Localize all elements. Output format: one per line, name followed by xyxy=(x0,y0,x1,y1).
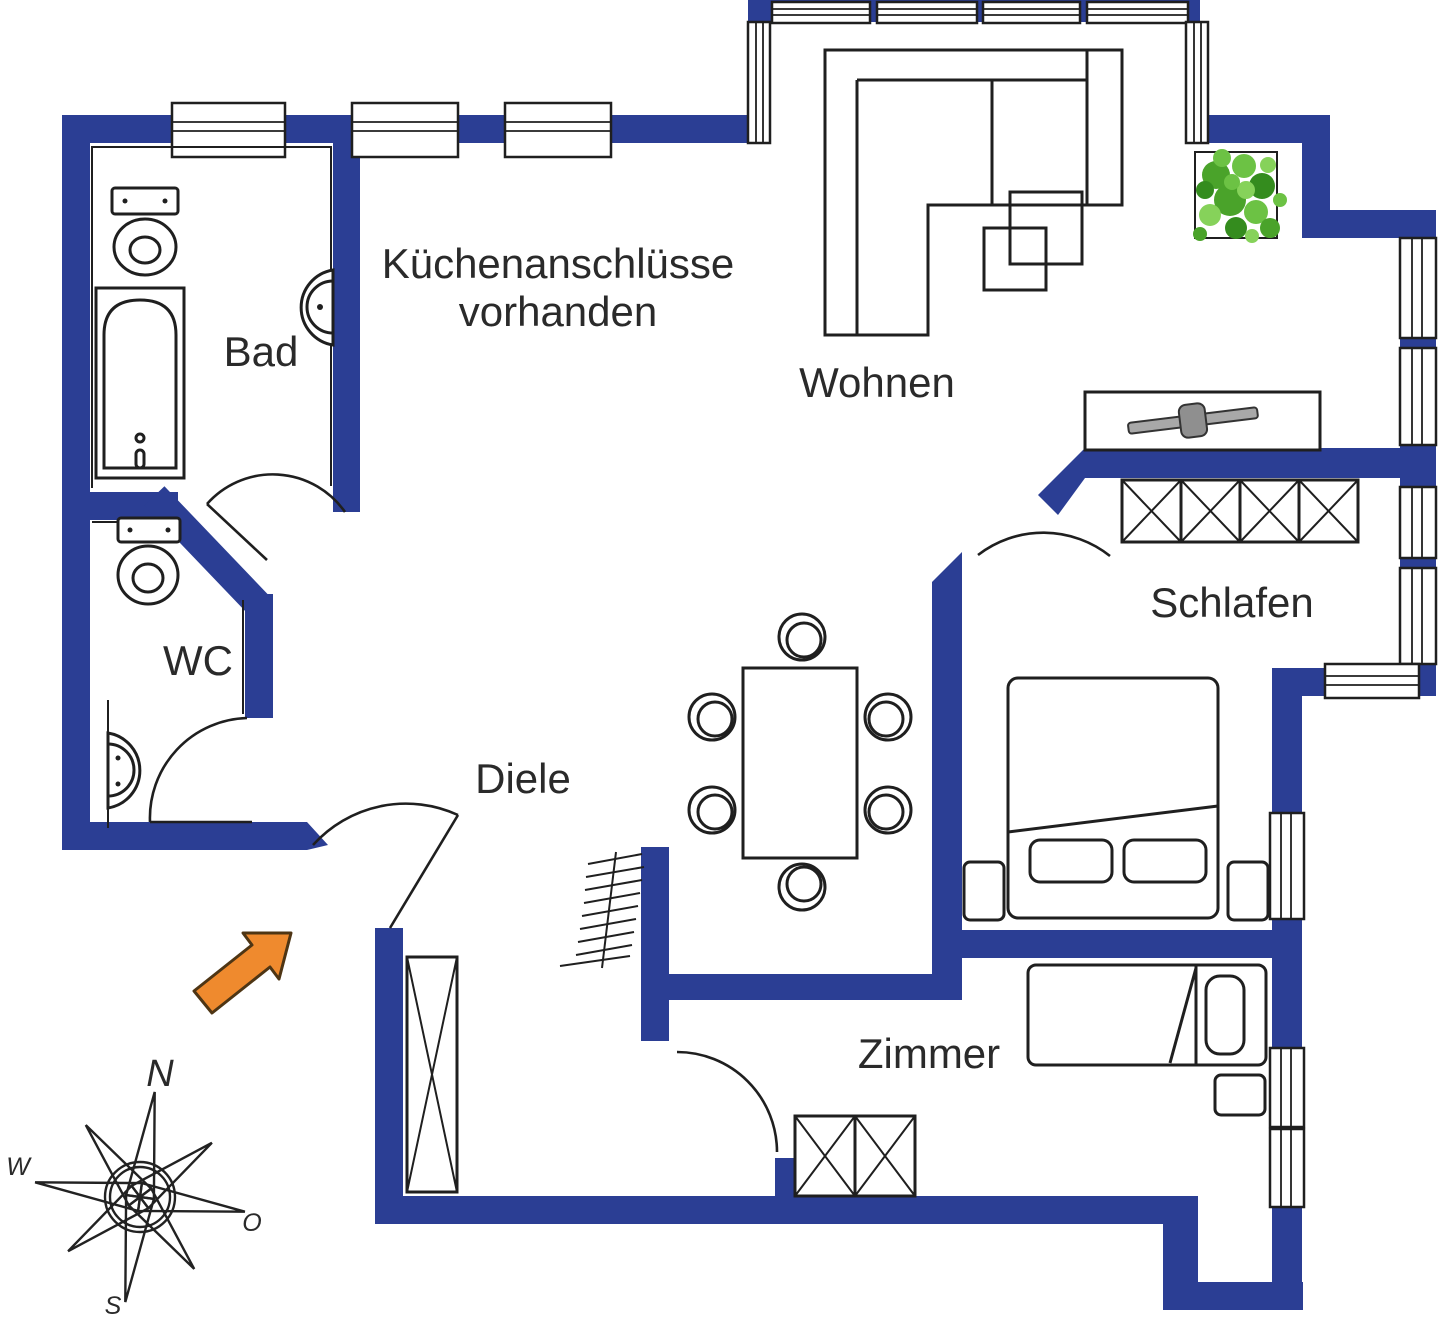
chair-icon xyxy=(863,785,913,835)
compass-label-s: S xyxy=(105,1292,122,1319)
room-label-schlafen: Schlafen xyxy=(1150,579,1313,626)
window-icon xyxy=(1268,811,1306,921)
kitchen-note-line2: vorhanden xyxy=(459,288,658,335)
window-icon xyxy=(503,101,613,159)
sideboard-tv-icon xyxy=(1083,390,1322,452)
room-label-zimmer: Zimmer xyxy=(858,1030,1000,1077)
room-label-diele: Diele xyxy=(475,755,571,802)
window-icon xyxy=(981,0,1082,25)
chair-icon xyxy=(687,692,737,742)
compass-rose-icon: N W O S xyxy=(6,1053,262,1319)
nightstand-icon xyxy=(1213,1073,1267,1117)
sofa-icon xyxy=(823,48,1124,337)
room-label-bad: Bad xyxy=(224,328,299,375)
nightstand-icon xyxy=(1226,860,1270,922)
coat-rack-icon xyxy=(559,851,645,969)
room-label-wohnen: Wohnen xyxy=(799,359,955,406)
window-icon xyxy=(1085,0,1190,25)
door-swing-icon xyxy=(676,1050,779,1153)
window-icon xyxy=(770,0,872,25)
wardrobe-icon xyxy=(405,955,459,1194)
kitchen-note-line1: Küchenanschlüsse xyxy=(382,240,735,287)
window-icon xyxy=(1323,662,1421,700)
toilet-icon xyxy=(110,186,180,277)
door-swing-icon xyxy=(206,473,347,561)
bathtub-icon xyxy=(94,286,186,480)
compass-label-n: N xyxy=(146,1053,174,1095)
single-bed-icon xyxy=(1026,963,1268,1067)
chair-icon xyxy=(687,785,737,835)
chair-icon xyxy=(863,692,913,742)
double-bed-icon xyxy=(962,676,1270,922)
nightstand-icon xyxy=(962,860,1006,922)
dining-table-icon xyxy=(687,612,913,912)
window-icon xyxy=(1268,1046,1306,1129)
wardrobe-icon xyxy=(1120,478,1360,544)
compass-label-w: W xyxy=(6,1153,32,1181)
doors xyxy=(148,473,1111,1153)
compass-label-o: O xyxy=(242,1209,261,1237)
door-swing-icon xyxy=(312,802,460,929)
room-label-wc: WC xyxy=(163,637,233,684)
washbasin-icon xyxy=(299,268,335,347)
room-labels: Küchenanschlüsse vorhanden Bad WC Wohnen… xyxy=(163,240,1314,1077)
toilet-icon xyxy=(116,516,182,606)
window-icon xyxy=(1398,566,1438,666)
furniture xyxy=(94,48,1360,1198)
wardrobe-icon xyxy=(793,1114,917,1198)
entrance-arrow-icon xyxy=(192,931,293,1015)
door-swing-icon xyxy=(977,531,1111,558)
window-icon xyxy=(1268,1127,1306,1209)
chair-icon xyxy=(777,862,827,912)
door-swing-icon xyxy=(148,716,252,824)
window-icon xyxy=(1398,346,1438,447)
window-icon xyxy=(875,0,979,25)
window-icon xyxy=(1398,485,1438,560)
chair-icon xyxy=(777,612,827,662)
window-icon xyxy=(170,101,287,159)
plant-icon xyxy=(1193,149,1287,243)
window-icon xyxy=(350,101,460,159)
window-icon xyxy=(1184,20,1210,145)
washbasin-icon xyxy=(106,731,142,810)
coffee-tables-icon xyxy=(982,190,1084,292)
window-icon xyxy=(1398,236,1438,340)
window-icon xyxy=(746,20,772,145)
